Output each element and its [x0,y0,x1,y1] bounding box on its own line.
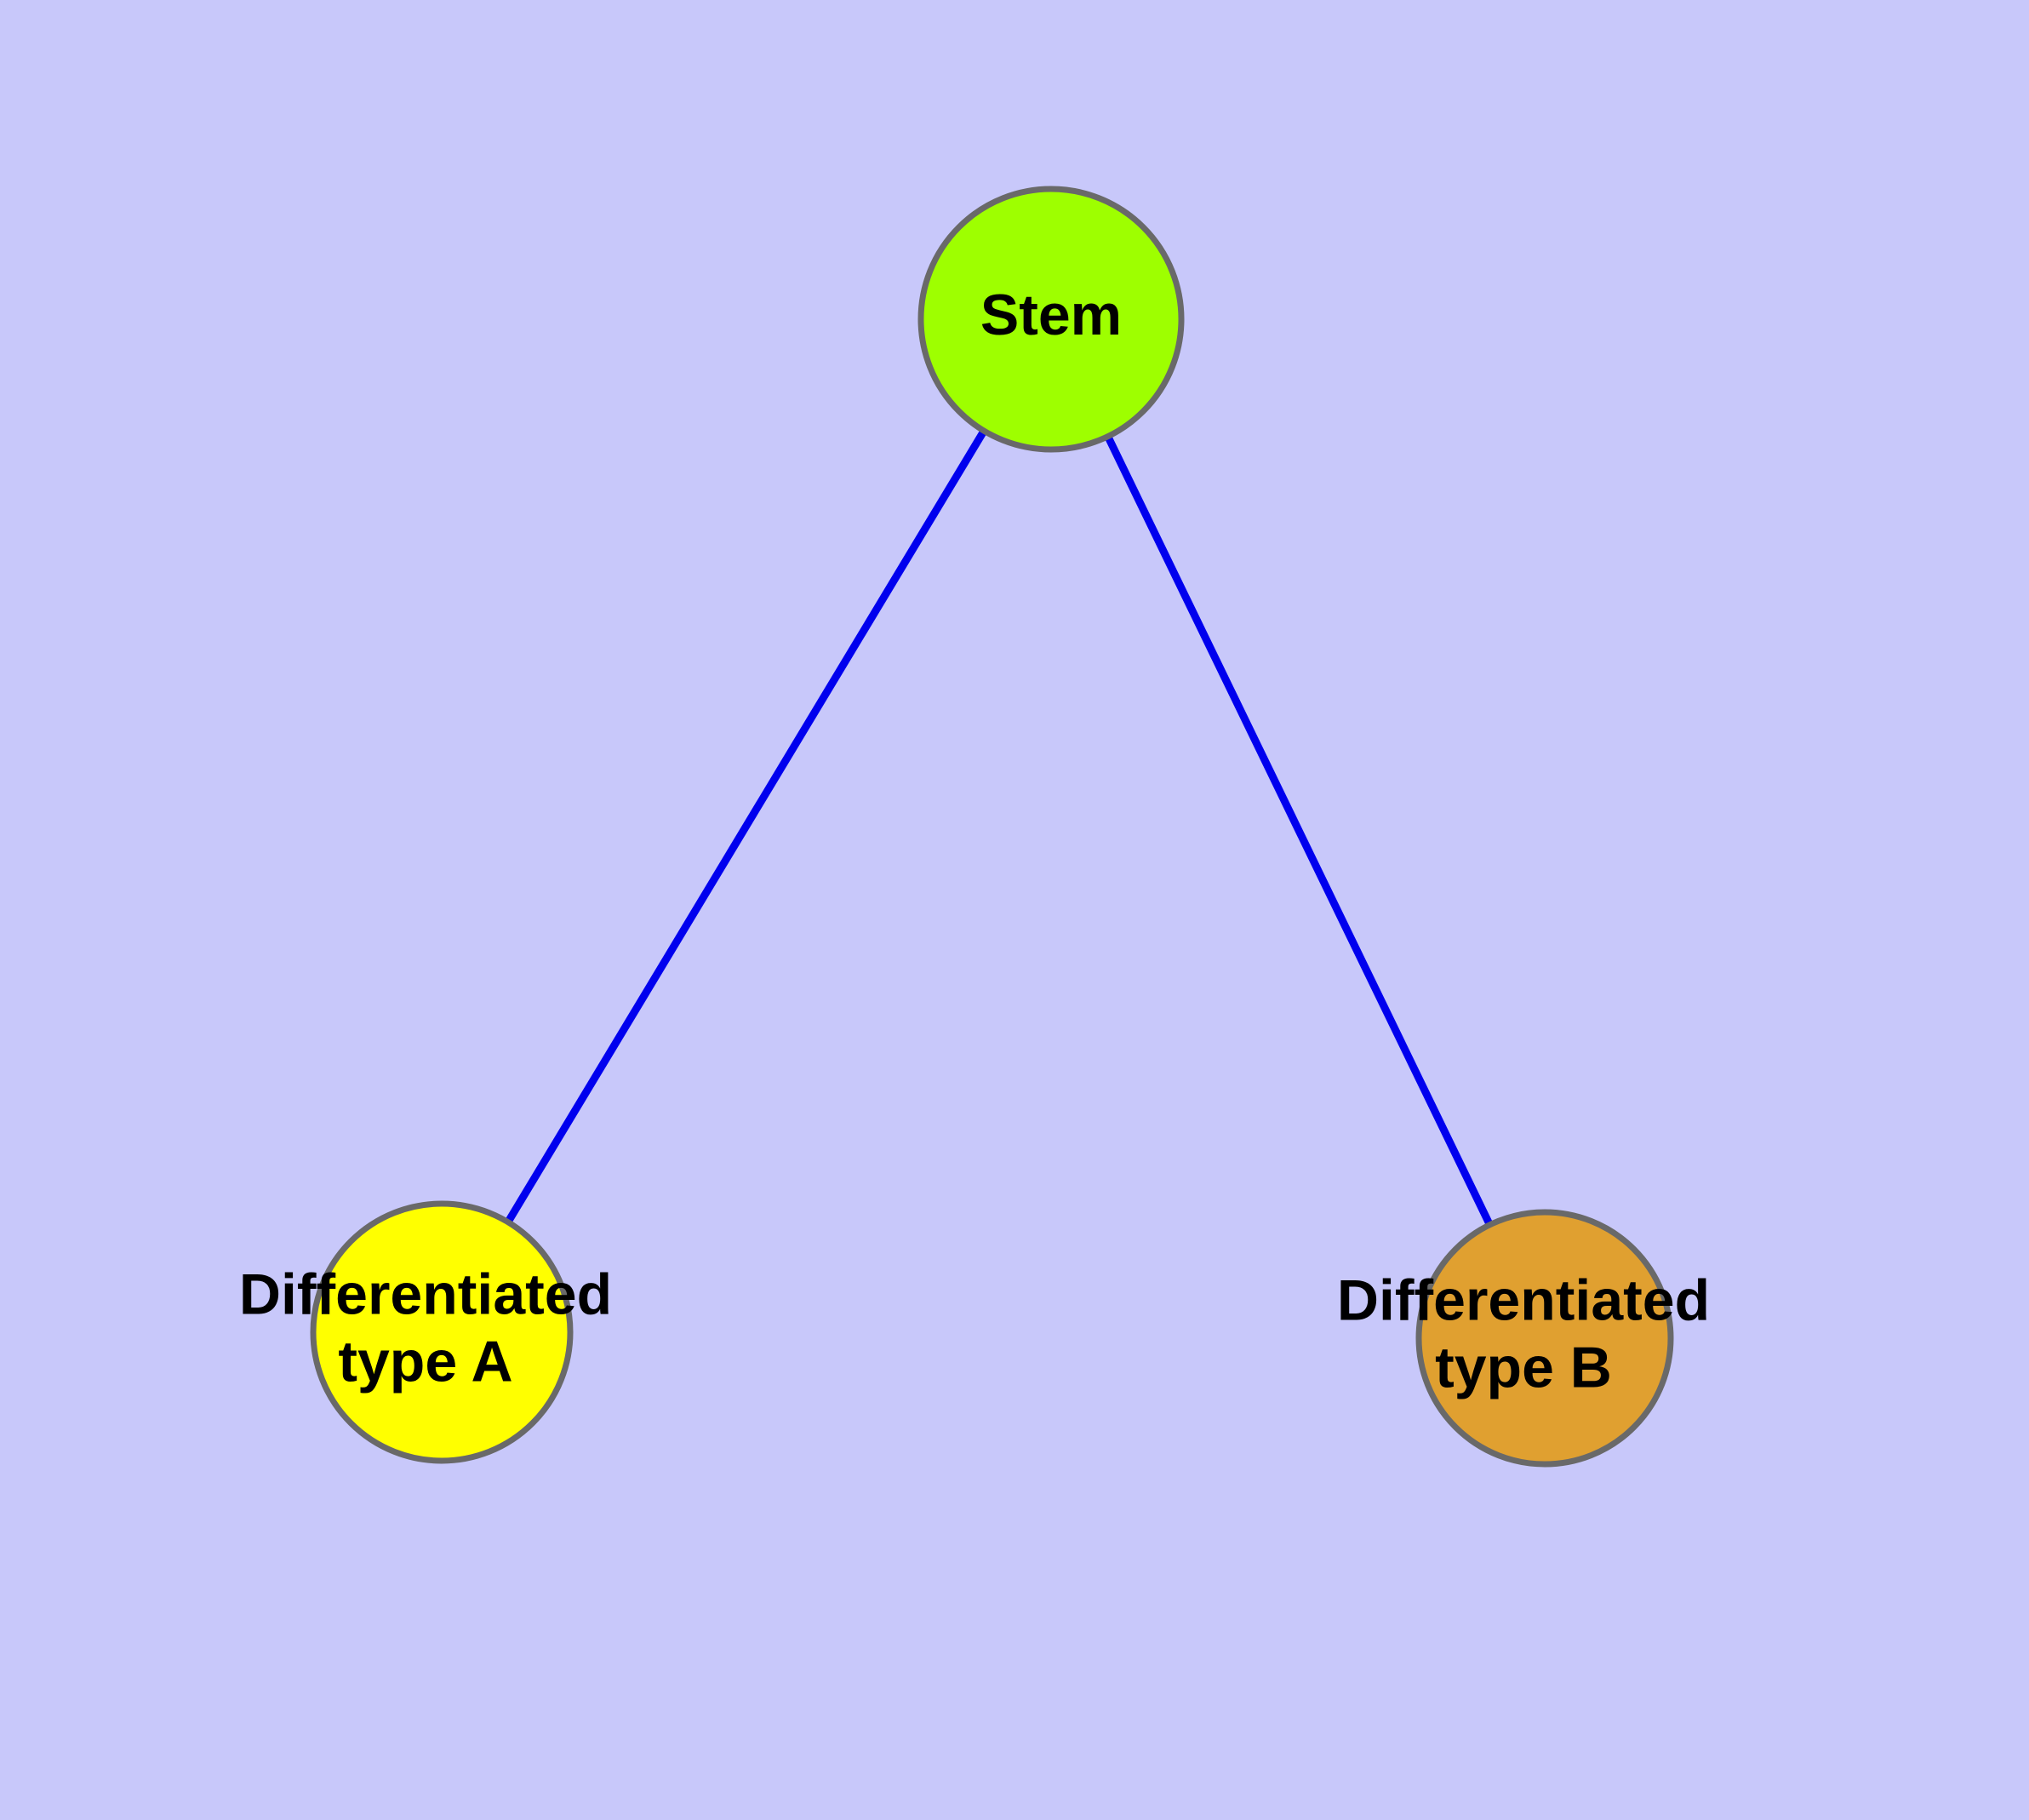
edges-layer [502,426,1495,1230]
graph-node-label-line: type B [1435,1335,1612,1399]
graph-node-stem[interactable] [917,186,1185,453]
graph-edge-stem-to-b [1102,432,1495,1230]
nodes-layer [310,186,1674,1468]
graph-node-label-line: type A [338,1329,512,1394]
graph-node-label-line: Differentiated [1337,1268,1710,1333]
graph-edge-stem-to-a [502,426,990,1228]
graph-node-label-line: Stem [980,283,1122,347]
graph-node-label-stem: Stem [980,283,1122,347]
graph-node-diff_a[interactable] [310,1200,574,1464]
graph-node-label-line: Differentiated [239,1262,612,1327]
graph-node-diff_b[interactable] [1415,1209,1674,1468]
